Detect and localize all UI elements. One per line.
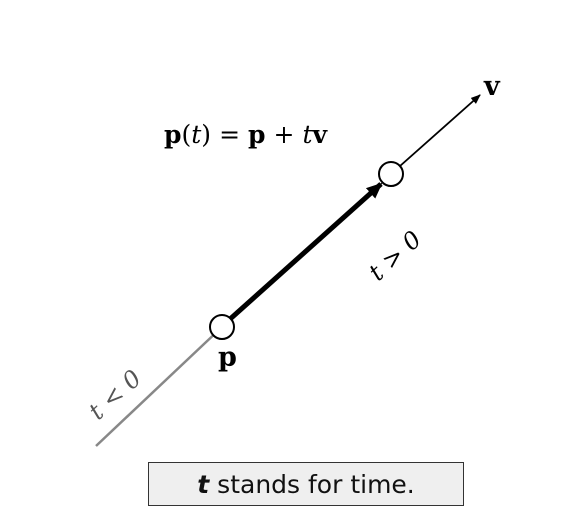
point-p xyxy=(209,314,235,340)
vector-v-label: v xyxy=(483,71,501,102)
caption-variable: t xyxy=(197,469,210,499)
point-p-label: p xyxy=(218,342,237,373)
ray-negative-segment xyxy=(95,326,223,447)
ray-positive-extension xyxy=(390,94,481,175)
ray-equation: p(t)=p+tv xyxy=(164,120,329,149)
point-p-plus-v xyxy=(378,161,404,187)
caption-text: stands for time. xyxy=(217,469,415,499)
caption-box: t stands for time. xyxy=(148,462,464,506)
t-negative-label: t < 0 xyxy=(83,364,147,425)
direction-vector-arrow xyxy=(227,182,383,322)
t-positive-label: t > 0 xyxy=(363,225,427,286)
